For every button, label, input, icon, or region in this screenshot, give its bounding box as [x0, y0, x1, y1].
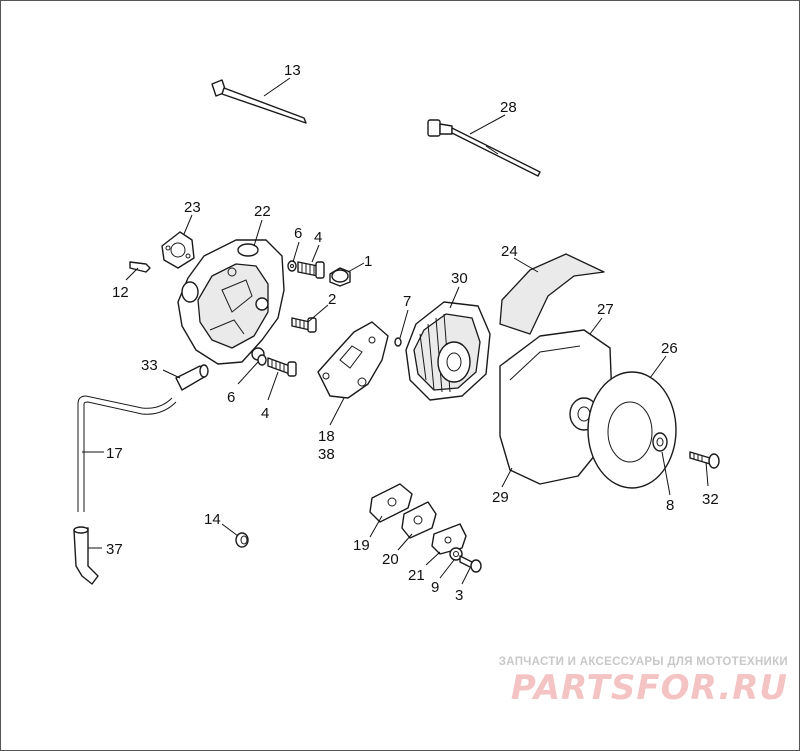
part-20-plate	[401, 501, 437, 539]
part-7-washer	[394, 337, 402, 347]
leader-lines	[82, 77, 709, 585]
callout-22: 22	[254, 203, 271, 220]
part-2-screw	[291, 317, 317, 333]
callout-23: 23	[184, 199, 201, 216]
callout-26: 26	[661, 340, 678, 357]
callout-labels: 13 28 23 22 6 4 1 12 2 7 30 24 27 26 33 …	[106, 62, 719, 604]
callout-30: 30	[451, 270, 468, 287]
part-9-washer	[449, 547, 463, 561]
part-13-cable-tie	[211, 79, 307, 124]
part-30-filter	[405, 301, 491, 401]
part-18-bracket	[317, 321, 389, 399]
callout-13: 13	[284, 62, 301, 79]
callout-1: 1	[364, 253, 372, 270]
callout-18: 18	[318, 428, 335, 445]
callout-4-top: 4	[314, 229, 322, 246]
part-23-gasket	[161, 231, 195, 269]
callout-21: 21	[408, 567, 425, 584]
watermark-logo: PARTSFOR.RU	[510, 668, 788, 708]
callout-14: 14	[204, 511, 221, 528]
part-6-washer-top	[287, 260, 297, 272]
callout-29: 29	[492, 489, 509, 506]
part-1-plug	[329, 267, 351, 287]
callout-2: 2	[328, 291, 336, 308]
part-19-gasket	[369, 483, 413, 523]
callout-37: 37	[106, 541, 123, 558]
part-33-tube	[175, 364, 209, 391]
part-37-hose-end	[73, 526, 99, 585]
callout-38: 38	[318, 446, 335, 463]
part-17-hose	[77, 395, 177, 512]
part-8-washer	[652, 432, 668, 452]
part-28-rod	[427, 119, 541, 177]
callout-3: 3	[455, 587, 463, 604]
part-4-screw-top	[297, 261, 325, 279]
callout-32: 32	[702, 491, 719, 508]
part-4-screw-lower	[267, 357, 297, 377]
watermark-caption: ЗАПЧАСТИ И АКСЕССУАРЫ ДЛЯ МОТОТЕХНИКИ	[498, 656, 788, 668]
part-14-plug	[235, 532, 249, 548]
callout-33: 33	[141, 357, 158, 374]
part-12-pin	[129, 261, 151, 273]
part-3-screw	[459, 555, 482, 573]
callout-27: 27	[597, 301, 614, 318]
callout-6-top: 6	[294, 225, 302, 242]
callout-4-lower: 4	[261, 405, 269, 422]
part-6-washer-lower	[257, 354, 267, 366]
callout-9: 9	[431, 579, 439, 596]
callout-8: 8	[666, 497, 674, 514]
part-26-trim	[587, 371, 677, 489]
part-22-backplate	[177, 239, 285, 365]
callout-17: 17	[106, 445, 123, 462]
callout-7: 7	[403, 293, 411, 310]
part-24-shield	[499, 253, 605, 335]
part-32-screw	[689, 451, 720, 469]
callout-19: 19	[353, 537, 370, 554]
callout-24: 24	[501, 243, 518, 260]
callout-20: 20	[382, 551, 399, 568]
callout-6-lower: 6	[227, 389, 235, 406]
callout-28: 28	[500, 99, 517, 116]
callout-12: 12	[112, 284, 129, 301]
part-21-bracket	[431, 523, 467, 555]
